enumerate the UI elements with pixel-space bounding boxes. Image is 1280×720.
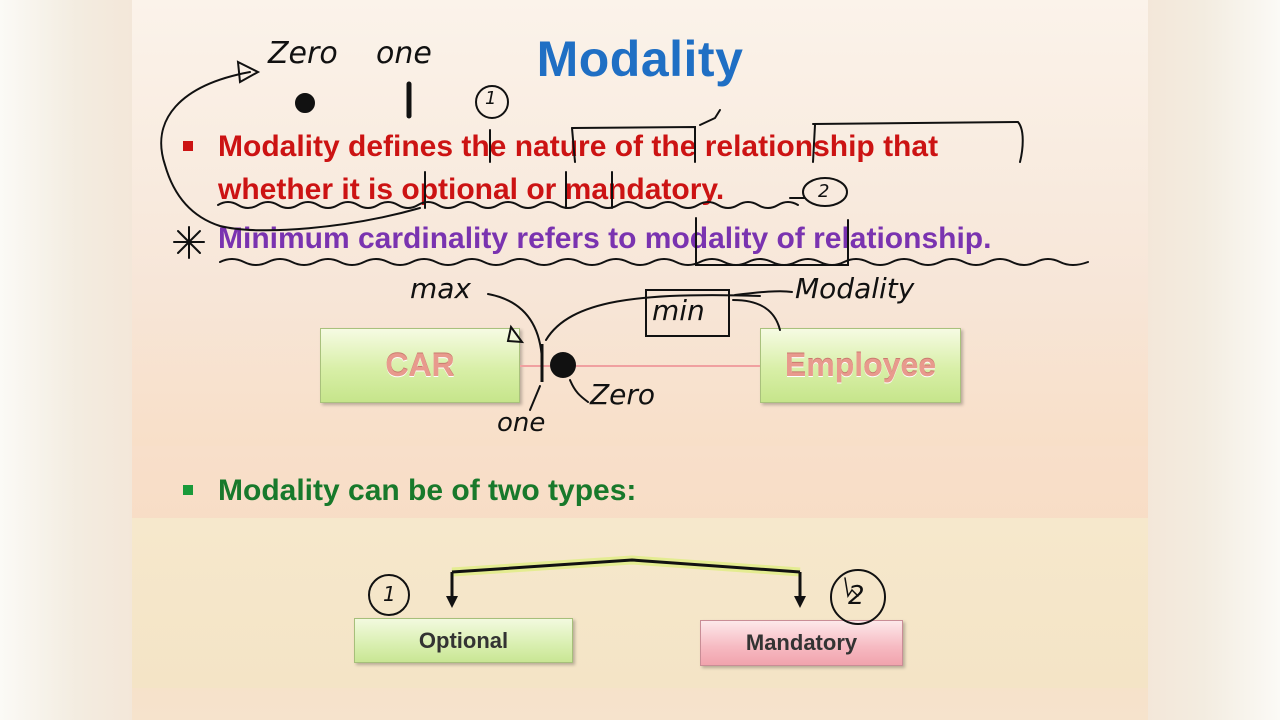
annotation-zero-bottom: Zero [590,378,656,411]
annotation-types-circle-2: 2 [848,581,865,611]
bullet-modality-types: Modality can be of two types: [218,474,637,507]
annotation-modality: Modality [795,272,915,305]
type-mandatory-label: Mandatory [745,630,858,655]
bullet-square-icon [183,485,193,495]
type-optional-label: Optional [418,627,509,653]
annotation-zero-top: Zero [268,36,338,71]
types-tree-connector [446,555,806,608]
annotation-circle-1: 1 [485,88,497,109]
loop-arrowhead [236,60,261,84]
cardinality-circle-mark [550,352,576,378]
types-diagram-band [132,518,1148,688]
entity-employee: Employee [760,328,961,403]
entity-employee-label: Employee [784,347,937,383]
bullet-modality-definition-line-1: Modality defines the nature of the relat… [218,130,939,163]
entity-car-label: CAR [385,347,455,383]
star-mark-icon [173,226,205,259]
annotation-one-top: one [376,36,432,71]
annotation-circle-2: 2 [818,181,830,202]
annotation-types-circle-1: 1 [383,582,396,606]
bullet-modality-definition-line-2: whether it is optional or mandatory. [218,173,725,206]
type-optional-box: Optional [354,618,573,663]
annotation-one-bottom: one [497,408,546,438]
annotation-max: max [410,272,472,305]
handwritten-strokes [160,60,1089,625]
bullet-minimum-cardinality: Minimum cardinality refers to modality o… [218,222,992,255]
type-mandatory-box: Mandatory [700,620,903,666]
slide-title: Modality [536,31,744,87]
entity-car: CAR [320,328,520,403]
loop-arrow-stroke [160,71,421,232]
annotation-min: min [652,294,705,327]
bullet-square-icon [183,141,193,151]
